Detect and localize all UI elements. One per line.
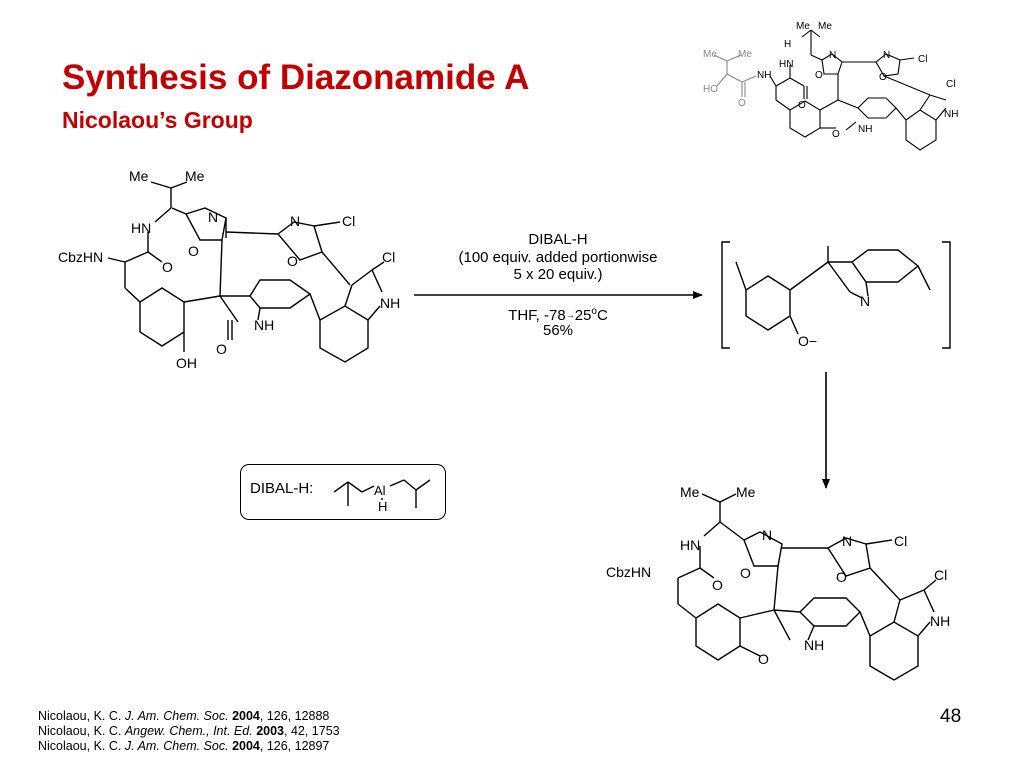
label-o: O [836, 569, 847, 585]
label-n: N [842, 533, 852, 549]
reference-authors: Nicolaou, K. C. [38, 739, 125, 753]
reference-volume-pages: , 126, 12888 [259, 709, 330, 723]
dibal-h-structure [333, 479, 431, 508]
label-o: O [758, 651, 769, 667]
label-o: O [162, 259, 173, 275]
label-o: O [798, 100, 806, 111]
label-me: Me [703, 49, 717, 60]
reagent-line-1: DIBAL-H [528, 231, 588, 248]
label-ho: HO [703, 84, 718, 95]
label-nh: NH [944, 109, 958, 120]
reagent-line-2: (100 equiv. added portionwise [458, 249, 658, 266]
label-n: N [860, 293, 870, 309]
page-number: 48 [940, 706, 962, 727]
product-structure [677, 493, 937, 681]
label-nh: NH [804, 637, 824, 653]
label-nh: NH [930, 613, 950, 629]
reference-authors: Nicolaou, K. C. [38, 709, 125, 723]
label-cl: Cl [382, 249, 395, 265]
label-o: O [738, 98, 746, 109]
dibal-al-label: Al [374, 483, 386, 498]
label-nh: NH [380, 295, 400, 311]
reference-volume-pages: , 126, 12897 [259, 739, 330, 753]
label-me: Me [796, 21, 810, 32]
references: Nicolaou, K. C. J. Am. Chem. Soc. 2004, … [38, 709, 340, 754]
label-cbzhn: CbzHN [58, 249, 103, 265]
conditions-final-temp: 25 [574, 307, 592, 324]
dibal-h-reagent-box: DIBAL-H: [240, 464, 446, 520]
label-o: O [815, 70, 823, 81]
conditions-line: THF, -78→25oC [412, 304, 704, 324]
label-o: O [287, 253, 298, 269]
label-h: H [784, 39, 791, 50]
diazonamide-a-structure: Me Me HO O NH HN H Me Me O N O N O Cl [703, 21, 958, 151]
dibal-h-label: H [378, 499, 387, 514]
label-me: Me [129, 168, 149, 184]
label-oh: OH [176, 355, 197, 371]
label-cl: Cl [894, 533, 907, 549]
reference-year: 2004 [232, 709, 260, 723]
label-n: N [208, 209, 218, 225]
label-n: N [829, 50, 836, 61]
label-me: Me [736, 484, 756, 500]
reference-year: 2003 [256, 724, 284, 738]
slide-title: Synthesis of Diazonamide A [62, 58, 530, 97]
label-o: O [832, 129, 840, 140]
label-nh: NH [858, 124, 872, 135]
reference-journal: J. Am. Chem. Soc. [124, 739, 229, 753]
label-cl: Cl [934, 567, 947, 583]
label-o: O [740, 565, 751, 581]
yield-label: 56% [542, 322, 574, 339]
phenoxide-label: O− [798, 333, 817, 349]
conditions-solvent-temp: THF, -78 [508, 307, 566, 324]
label-me: Me [738, 49, 752, 60]
label-me: Me [818, 21, 832, 32]
reference-volume-pages: , 42, 1753 [284, 724, 340, 738]
dibal-h-label: DIBAL-H: [250, 480, 314, 497]
label-hn: HN [680, 537, 700, 553]
intermediate-structure [721, 241, 951, 349]
label-hn: HN [779, 59, 793, 70]
label-o: O [879, 72, 887, 83]
label-o: O [216, 341, 227, 357]
label-cl: Cl [946, 79, 955, 90]
slide-subtitle: Nicolaou’s Group [62, 107, 253, 133]
label-n: N [762, 527, 772, 543]
label-n: N [883, 50, 890, 61]
label-o: O [712, 577, 723, 593]
degree-sign: o [591, 306, 597, 317]
label-hn: HN [131, 220, 151, 236]
reference-year: 2004 [232, 739, 260, 753]
reagent-line-3: 5 x 20 equiv.) [513, 266, 603, 283]
label-nh: NH [254, 317, 274, 333]
label-nh: NH [757, 70, 771, 81]
label-cbzhn: CbzHN [606, 564, 651, 580]
label-cl: Cl [342, 213, 355, 229]
reference-journal: J. Am. Chem. Soc. [124, 709, 229, 723]
reference-journal: Angew. Chem., Int. Ed. [124, 724, 253, 738]
conditions-unit: C [596, 307, 608, 324]
reference-3: Nicolaou, K. C. J. Am. Chem. Soc. 2004, … [38, 739, 340, 754]
reference-1: Nicolaou, K. C. J. Am. Chem. Soc. 2004, … [38, 709, 340, 724]
label-me: Me [680, 484, 700, 500]
reference-authors: Nicolaou, K. C. [38, 724, 125, 738]
label-me: Me [185, 168, 205, 184]
label-n: N [290, 213, 300, 229]
temperature-ramp-arrow: → [565, 310, 575, 320]
label-o: O [188, 243, 199, 259]
starting-material-structure [107, 181, 385, 363]
reference-2: Nicolaou, K. C. Angew. Chem., Int. Ed. 2… [38, 724, 340, 739]
label-cl: Cl [918, 54, 927, 65]
